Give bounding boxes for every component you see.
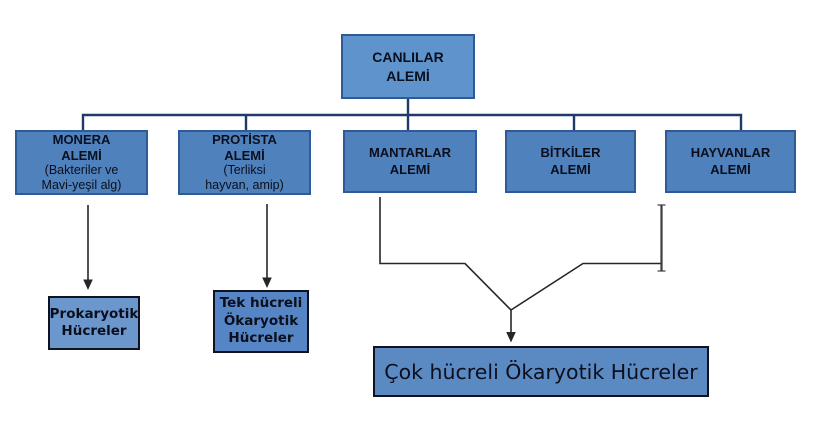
- node-multicellular-eukaryotic-cells: Çok hücreli Ökaryotik Hücreler: [373, 346, 709, 397]
- node-prokaryotic-cells: Prokaryotik Hücreler: [48, 296, 140, 350]
- node-canlilar-alemi: CANLILAR ALEMİ: [341, 34, 475, 99]
- arrow-funnel-to-multicellular: [506, 310, 516, 343]
- node-hayvanlar-alemi: HAYVANLAR ALEMİ: [665, 130, 796, 193]
- node-monera-alemi: MONERA ALEMİ (Bakteriler ve Mavi-yeşil a…: [15, 130, 148, 195]
- node-bitkiler-alemi: BİTKİLER ALEMİ: [505, 130, 636, 193]
- node-single-celled-eukaryotic-cells: Tek hücreli Ökaryotik Hücreler: [213, 290, 309, 353]
- node-title: MANTARLAR ALEMİ: [368, 145, 452, 177]
- arrow-monera-to-prokaryotic: [83, 205, 93, 290]
- node-subtitle: (Bakteriler ve Mavi-yeşil alg): [41, 163, 122, 192]
- tree-connector: [81, 99, 743, 130]
- funnel-connector: [379, 197, 666, 312]
- node-subtitle: (Terliksi hayvan, amip): [205, 163, 284, 192]
- node-title: BİTKİLER ALEMİ: [540, 145, 601, 177]
- arrow-protista-to-single-eukaryotic: [262, 204, 272, 288]
- node-title: MONERA ALEMİ: [52, 132, 111, 163]
- node-title: HAYVANLAR ALEMİ: [690, 145, 771, 177]
- node-protista-alemi: PROTİSTA ALEMİ (Terliksi hayvan, amip): [178, 130, 311, 195]
- node-title: CANLILAR ALEMİ: [372, 49, 444, 84]
- node-title: PROTİSTA ALEMİ: [212, 132, 277, 163]
- node-mantarlar-alemi: MANTARLAR ALEMİ: [343, 130, 477, 193]
